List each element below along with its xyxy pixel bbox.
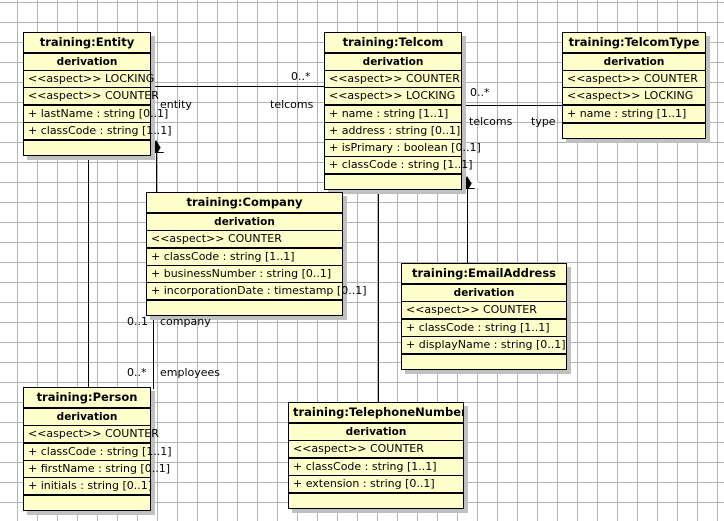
class-operations [563,124,705,138]
edge-label-telcom-multiplicity-b: 0..* [470,86,490,99]
class-stereotype-block: derivation <<aspect>> COUNTER <<aspect>>… [563,54,705,106]
class-name: training:Telcom [325,33,461,54]
class-attributes: + classCode : string [1..1] + extension … [289,459,463,494]
class-attributes: + name : string [1..1] [563,106,705,124]
generalization-arrow-fill [158,142,170,152]
edge-label-telcoms-role-b: telcoms [469,115,513,128]
class-stereotype-block: derivation <<aspect>> COUNTER [289,424,463,459]
class-attribute: + address : string [0..1] [325,122,461,139]
uml-class-training-person[interactable]: training:Person derivation <<aspect>> CO… [23,387,172,511]
edge-label-type-role: type [531,115,556,128]
class-aspect: <<aspect>> COUNTER [402,301,566,318]
class-aspect: <<aspect>> COUNTER [563,70,705,87]
association-line-entity-telcom [151,86,324,87]
class-attribute: + initials : string [0..1] [24,477,152,494]
class-operations [24,141,150,155]
class-attribute: + classCode : string [1..1] [293,460,437,473]
class-attribute: + displayName : string [0..1] [402,336,566,353]
class-stereotype-block: derivation <<aspect>> COUNTER [402,285,566,320]
class-attribute: + classCode : string [1..1] [28,445,172,458]
class-attribute: + classCode : string [1..1] [24,122,172,139]
class-attribute: + businessNumber : string [0..1] [147,265,342,282]
class-attribute: + isPrimary : boolean [0..1] [325,139,481,156]
class-stereotype-block: derivation <<aspect>> COUNTER <<aspect>>… [325,54,461,106]
class-derivation: derivation [56,410,118,423]
class-name: training:Person [24,388,150,409]
class-attribute: + lastName : string [0..1] [28,107,169,120]
class-attribute: + name : string [1..1] [567,107,687,120]
class-aspect: <<aspect>> LOCKING [563,87,705,104]
class-operations [147,301,342,315]
class-attributes: + classCode : string [1..1] + businessNu… [147,249,366,301]
class-derivation: derivation [345,425,407,438]
class-attribute: + firstName : string [0..1] [24,460,170,477]
class-aspect: <<aspect>> COUNTER [147,230,342,247]
edge-label-company-role: company [160,315,211,328]
class-name: training:Company [147,193,342,214]
class-derivation: derivation [214,215,275,228]
generalization-arrow-emailaddress-telcom [459,176,481,189]
uml-class-training-telcomtype[interactable]: training:TelcomType derivation <<aspect>… [562,32,706,139]
class-attributes: + classCode : string [1..1] + displayNam… [402,320,566,355]
class-attributes: + classCode : string [1..1] + firstName … [24,444,172,496]
class-name: training:EmailAddress [402,264,566,285]
edge-label-company-multiplicity: 0..1 [127,315,148,328]
class-attribute: + classCode : string [1..1] [151,250,295,263]
edge-label-employees-multiplicity: 0..* [127,366,147,379]
class-attributes: + lastName : string [0..1] + classCode :… [24,106,172,141]
class-aspect: <<aspect>> COUNTER [24,87,159,104]
class-operations [24,496,150,510]
association-line-company-person [153,303,154,389]
edge-label-telcom-multiplicity-a: 0..* [291,70,311,83]
edge-label-entity-role: entity [160,98,192,111]
uml-class-training-entity[interactable]: training:Entity derivation <<aspect>> LO… [23,32,172,156]
class-aspect: <<aspect>> COUNTER [24,425,159,442]
association-line-telcom-telcomtype [462,105,566,106]
class-attribute: + classCode : string [1..1] [325,156,473,173]
uml-class-training-emailaddress[interactable]: training:EmailAddress derivation <<aspec… [401,263,567,370]
uml-class-training-company[interactable]: training:Company derivation <<aspect>> C… [146,192,366,316]
generalization-arrow-fill [469,178,481,188]
class-attribute: + name : string [1..1] [329,107,449,120]
class-stereotype-block: derivation <<aspect>> LOCKING <<aspect>>… [24,54,159,106]
class-name: training:TelephoneNumber [289,403,463,424]
class-derivation: derivation [362,55,424,68]
generalization-line-company-entity [156,152,157,192]
class-aspect: <<aspect>> COUNTER [289,440,463,457]
class-derivation: derivation [603,55,665,68]
class-operations [289,494,463,508]
class-attribute: + extension : string [0..1] [289,475,463,492]
class-aspect: <<aspect>> LOCKING [24,70,154,87]
generalization-line-emailaddress-telcom [467,188,468,263]
generalization-line-person-entity [88,152,89,387]
class-name: training:Entity [24,33,150,54]
generalization-arrow-company-entity [148,140,170,153]
class-stereotype-block: derivation <<aspect>> COUNTER [147,214,342,249]
uml-class-training-telcom[interactable]: training:Telcom derivation <<aspect>> CO… [324,32,481,190]
class-aspect: <<aspect>> COUNTER [325,70,461,87]
class-name: training:TelcomType [563,33,705,54]
edge-label-employees-role: employees [160,366,221,379]
class-operations [325,175,461,189]
edge-label-telcoms-role-a: telcoms [270,98,314,111]
class-attributes: + name : string [1..1] + address : strin… [325,106,481,175]
class-stereotype-block: derivation <<aspect>> COUNTER [24,409,159,444]
generalization-line-telephonenumber-telcom [378,188,379,402]
class-operations [402,355,566,369]
class-derivation: derivation [56,55,118,68]
class-aspect: <<aspect>> LOCKING [325,87,461,104]
class-attribute: + classCode : string [1..1] [406,321,550,334]
class-derivation: derivation [453,286,515,299]
class-attribute: + incorporationDate : timestamp [0..1] [147,282,366,299]
uml-class-training-telephonenumber[interactable]: training:TelephoneNumber derivation <<as… [288,402,464,509]
